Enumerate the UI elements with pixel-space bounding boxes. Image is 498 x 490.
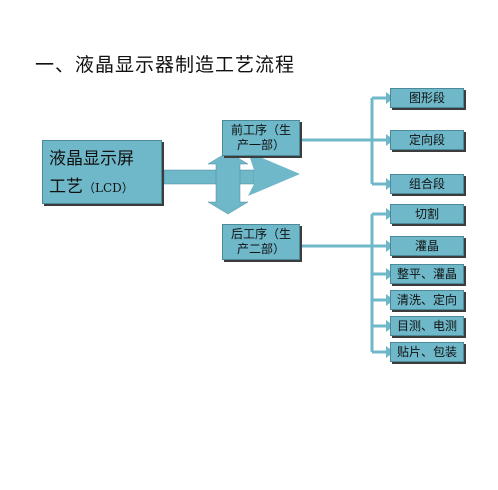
front-bracket	[300, 96, 388, 186]
front-item-assembly: 组合段	[390, 174, 464, 194]
front-item-pattern: 图形段	[390, 88, 464, 108]
back-line2: 产二部）	[236, 242, 285, 256]
back-line1: 后工序（生	[230, 227, 291, 241]
vertical-double-arrow	[207, 151, 249, 215]
back-item-leveling: 整平、灌晶	[390, 264, 464, 284]
page-title: 一、液晶显示器制造工艺流程	[35, 54, 296, 76]
double-arrow	[248, 152, 300, 196]
front-item-alignment: 定向段	[390, 130, 464, 150]
front-line2: 产一部）	[236, 138, 285, 152]
main-suffix: （LCD）	[83, 181, 134, 195]
main-split-arrow	[163, 169, 255, 185]
back-process-box: 后工序（生 产二部）	[222, 224, 300, 260]
main-line1: 液晶显示屏	[49, 149, 134, 169]
back-item-cutting: 切割	[390, 204, 464, 224]
lcd-process-box: 液晶显示屏 工艺（LCD）	[42, 140, 162, 204]
back-bracket	[300, 212, 388, 354]
back-item-testing: 目测、电测	[390, 316, 464, 336]
front-line1: 前工序（生	[230, 123, 291, 137]
back-item-filling: 灌晶	[390, 236, 464, 256]
back-item-cleaning: 清洗、定向	[390, 290, 464, 310]
main-line2: 工艺（LCD）	[49, 177, 134, 197]
front-process-box: 前工序（生 产一部）	[222, 120, 300, 156]
back-item-packaging: 贴片、包装	[390, 342, 464, 362]
